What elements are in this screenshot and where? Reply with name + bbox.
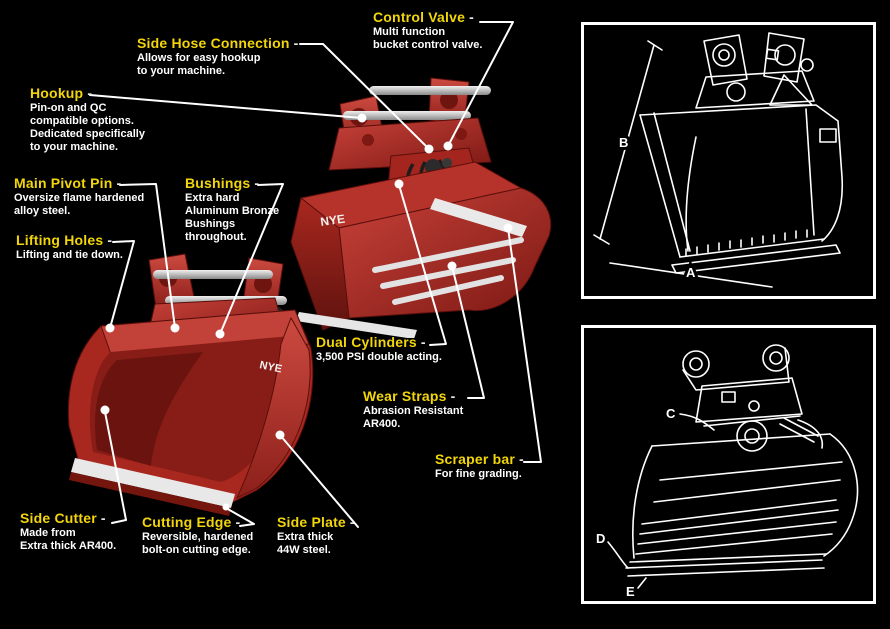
callout-title: Bushings- (185, 175, 260, 191)
leader-d (607, 541, 629, 569)
spec-box-dimensions-ab: B A (581, 22, 876, 299)
bucket-shell: NYE (290, 161, 552, 338)
callout-title: Hookup- (30, 85, 93, 101)
callout-desc: Lifting and tie down. (16, 249, 123, 261)
callout-title: Side Plate- (277, 514, 355, 530)
callout-side-plate: Side Plate- Extra thick 44W steel. (277, 515, 355, 557)
callout-desc: Pin-on and QC compatible options. Dedica… (30, 102, 145, 153)
callout-desc: Made from Extra thick AR400. (20, 527, 117, 552)
callout-title: Wear Straps- (363, 388, 456, 404)
callout-title: Scraper bar- (435, 451, 524, 467)
callout-desc: Oversize flame hardened alloy steel. (14, 192, 145, 217)
callout-control-valve: Control Valve- Multi function bucket con… (373, 10, 482, 52)
dimension-label-a: A (686, 265, 696, 280)
outline-drawing-rigid-bucket: B A (593, 32, 844, 288)
bucket-shell: NYE (67, 309, 314, 516)
callout-desc: Multi function bucket control valve. (373, 26, 483, 51)
leader-c (679, 413, 715, 431)
callout-hookup: Hookup- Pin-on and QC compatible options… (30, 86, 145, 154)
dimension-line-b (599, 44, 655, 240)
brand-logo: NYE (319, 212, 345, 229)
callout-title: Lifting Holes- (16, 232, 113, 248)
coupler-pin (343, 111, 471, 120)
tilt-bucket-render: NYE (290, 77, 552, 338)
callout-title: Cutting Edge- (142, 514, 241, 530)
brand-logo: NYE (258, 359, 283, 375)
spec-box-dimensions-cde: C D E (581, 325, 876, 604)
callout-desc: Extra hard Aluminum Bronze Bushings thro… (185, 192, 280, 243)
callout-wear-straps: Wear Straps- Abrasion Resistant AR400. (363, 389, 463, 431)
callout-title: Dual Cylinders- (316, 334, 426, 350)
outline-drawing-tilt-bucket: C D E (593, 344, 859, 601)
side-plate-part (235, 316, 311, 500)
callout-title: Side Cutter- (20, 510, 106, 526)
callout-desc: Extra thick 44W steel. (277, 531, 334, 556)
dimension-label-d: D (596, 531, 605, 546)
cutting-edge-part (296, 312, 417, 338)
callout-title: Main Pivot Pin- (14, 175, 122, 191)
dimension-label-b: B (619, 135, 628, 150)
coupler-pin (369, 86, 491, 95)
callout-side-hose-connection: Side Hose Connection- Allows for easy ho… (137, 36, 298, 78)
coupler-pin (153, 270, 273, 279)
dimension-line-a (609, 262, 773, 288)
callout-title: Control Valve- (373, 9, 474, 25)
dig-bucket-render: NYE (67, 253, 314, 516)
callout-cutting-edge: Cutting Edge- Reversible, hardened bolt-… (142, 515, 253, 557)
callout-desc: Allows for easy hookup to your machine. (137, 52, 261, 77)
callout-dual-cylinders: Dual Cylinders- 3,500 PSI double acting. (316, 335, 442, 364)
callout-desc: 3,500 PSI double acting. (316, 351, 442, 363)
callout-desc: Reversible, hardened bolt-on cutting edg… (142, 531, 254, 556)
callout-title: Side Hose Connection- (137, 35, 299, 51)
callout-desc: Abrasion Resistant AR400. (363, 405, 464, 430)
logo-plate (819, 128, 837, 143)
dimension-label-e: E (626, 584, 635, 599)
scraper-bar-part (430, 198, 527, 237)
callout-desc: For fine grading. (435, 468, 522, 480)
leader-e (637, 577, 647, 589)
callout-scraper-bar: Scraper bar- For fine grading. (435, 452, 524, 481)
dimension-label-c: C (666, 406, 676, 421)
callout-lifting-holes: Lifting Holes- Lifting and tie down. (16, 233, 123, 262)
callout-bushings: Bushings- Extra hard Aluminum Bronze Bus… (185, 176, 279, 244)
callout-main-pivot-pin: Main Pivot Pin- Oversize flame hardened … (14, 176, 144, 218)
callout-side-cutter: Side Cutter- Made from Extra thick AR400… (20, 511, 116, 553)
